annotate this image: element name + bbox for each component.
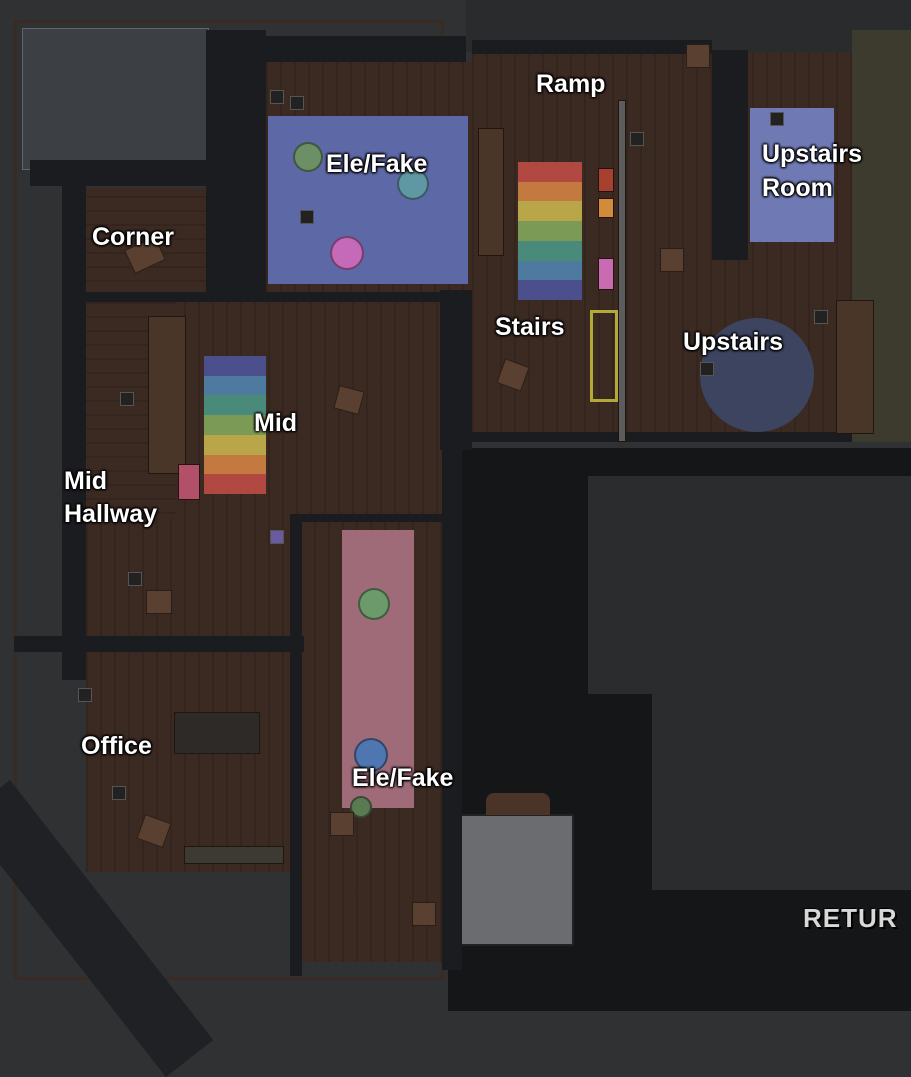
- orange-bench-stairs: [598, 198, 614, 218]
- chair-8: [270, 530, 284, 544]
- entrance-awning: [486, 793, 550, 815]
- wall-center-vertical: [440, 290, 472, 450]
- room-label-ele-fake-bottom: Ele/Fake: [352, 764, 454, 792]
- wall-top-center: [266, 36, 466, 62]
- crate-ramp-2: [660, 248, 684, 272]
- upstairs-circle-rug: [700, 318, 814, 432]
- return-button[interactable]: RETUR: [803, 903, 898, 933]
- stairs-rail: [590, 310, 618, 402]
- chair-1: [290, 96, 304, 110]
- crate-ele-bottom-2: [412, 902, 436, 926]
- room-label-upstairs: Upstairs: [683, 328, 784, 356]
- counter-mid-hallway: [148, 316, 186, 474]
- grey-roof-right: [588, 476, 911, 694]
- teal-table-top: [397, 168, 429, 200]
- blue-table-bottom: [354, 738, 388, 772]
- grey-roof-right-lower: [652, 690, 911, 890]
- chair-12: [814, 310, 828, 324]
- room-label-mid: Mid: [254, 409, 298, 437]
- blue-rug-upstairs-room: [750, 108, 834, 242]
- floor-office: [86, 652, 290, 872]
- chair-4: [120, 392, 134, 406]
- pink-bench-mid: [178, 464, 200, 500]
- chair-9: [300, 210, 314, 224]
- ramp-rail: [618, 100, 626, 442]
- chair-7: [112, 786, 126, 800]
- green-table-bottom: [358, 588, 390, 620]
- room-label-ramp: Ramp: [536, 70, 606, 98]
- blue-rug-ele-fake-top: [268, 116, 468, 284]
- wall-ramp-top: [472, 40, 712, 54]
- pink-bench-stairs: [598, 258, 614, 290]
- wall-left-main: [62, 160, 86, 680]
- shelf-upstairs-right: [836, 300, 874, 434]
- wall-ele-left: [206, 30, 266, 300]
- left-glass-roof: [22, 28, 209, 170]
- room-label-upstairs-room: Upstairs Room: [762, 140, 863, 202]
- bench-ramp-left: [478, 128, 504, 256]
- room-label-corner: Corner: [92, 223, 174, 251]
- crate-mid-hallway: [146, 590, 172, 614]
- red-bench-stairs: [598, 168, 614, 192]
- crate-ramp: [686, 44, 710, 68]
- office-long-table: [184, 846, 284, 864]
- wall-top-left: [30, 160, 240, 186]
- wall-office-top: [14, 636, 304, 652]
- crate-ele-bottom: [330, 812, 354, 836]
- room-label-office: Office: [81, 732, 152, 760]
- chair-10: [700, 362, 714, 376]
- room-label-mid-hallway: Mid Hallway: [64, 467, 158, 528]
- floor-mid-lower: [86, 518, 290, 640]
- entrance-box: [458, 814, 574, 946]
- wall-upstairs-room: [712, 50, 748, 260]
- wall-ele-bottom-top: [290, 514, 442, 522]
- chair-6: [78, 688, 92, 702]
- chair-3: [770, 112, 784, 126]
- rainbow-rug-mid: [204, 356, 266, 494]
- chair-5: [128, 572, 142, 586]
- green-table-top: [293, 142, 323, 172]
- wall-mid-top: [86, 292, 472, 302]
- wall-right-bottom: [442, 440, 462, 970]
- green-stool-bottom: [350, 796, 372, 818]
- room-label-ele-fake-top: Ele/Fake: [326, 150, 428, 178]
- chair-2: [270, 90, 284, 104]
- rainbow-rug-stairs: [518, 162, 582, 300]
- wall-upstairs-bottom: [472, 432, 852, 442]
- wall-ele-bottom-left: [290, 516, 302, 976]
- office-desk: [174, 712, 260, 754]
- room-label-stairs: Stairs: [495, 313, 565, 341]
- chair-11: [630, 132, 644, 146]
- pink-table-top: [330, 236, 364, 270]
